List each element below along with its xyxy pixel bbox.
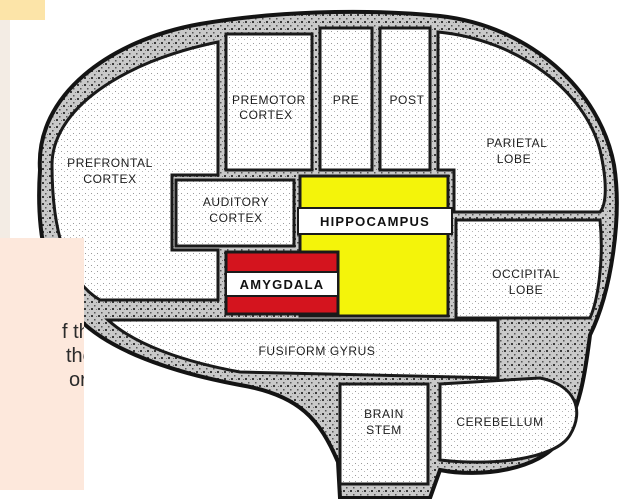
auditory-label-2: CORTEX <box>209 211 262 225</box>
note-line-2: the <box>0 344 84 368</box>
parietal-region <box>438 32 605 212</box>
cerebellum-label: CEREBELLUM <box>456 415 543 429</box>
occipital-label-2: LOBE <box>509 283 543 297</box>
prefrontal-label-1: PREFRONTAL <box>67 156 153 170</box>
pre-label: PRE <box>333 93 359 107</box>
left-edge-strip <box>0 20 10 238</box>
amygdala-label: AMYGDALA <box>240 277 325 292</box>
top-corner-tab <box>0 0 45 20</box>
overlay-note-box: f the the or <box>0 238 84 490</box>
fusiform-label: FUSIFORM GYRUS <box>258 344 375 358</box>
brainstem-label-1: BRAIN <box>364 407 404 421</box>
prefrontal-label-2: CORTEX <box>83 172 136 186</box>
occipital-label-1: OCCIPITAL <box>492 267 560 281</box>
note-line-3: or <box>0 368 84 392</box>
hippocampus-label: HIPPOCAMPUS <box>320 214 430 229</box>
auditory-label-1: AUDITORY <box>203 195 269 209</box>
brainstem-label-2: STEM <box>366 423 402 437</box>
parietal-label-1: PARIETAL <box>486 136 547 150</box>
post-label: POST <box>389 93 424 107</box>
premotor-label-1: PREMOTOR <box>232 93 306 107</box>
note-line-1: f the <box>0 320 84 344</box>
parietal-label-2: LOBE <box>497 152 531 166</box>
premotor-label-2: CORTEX <box>239 108 292 122</box>
